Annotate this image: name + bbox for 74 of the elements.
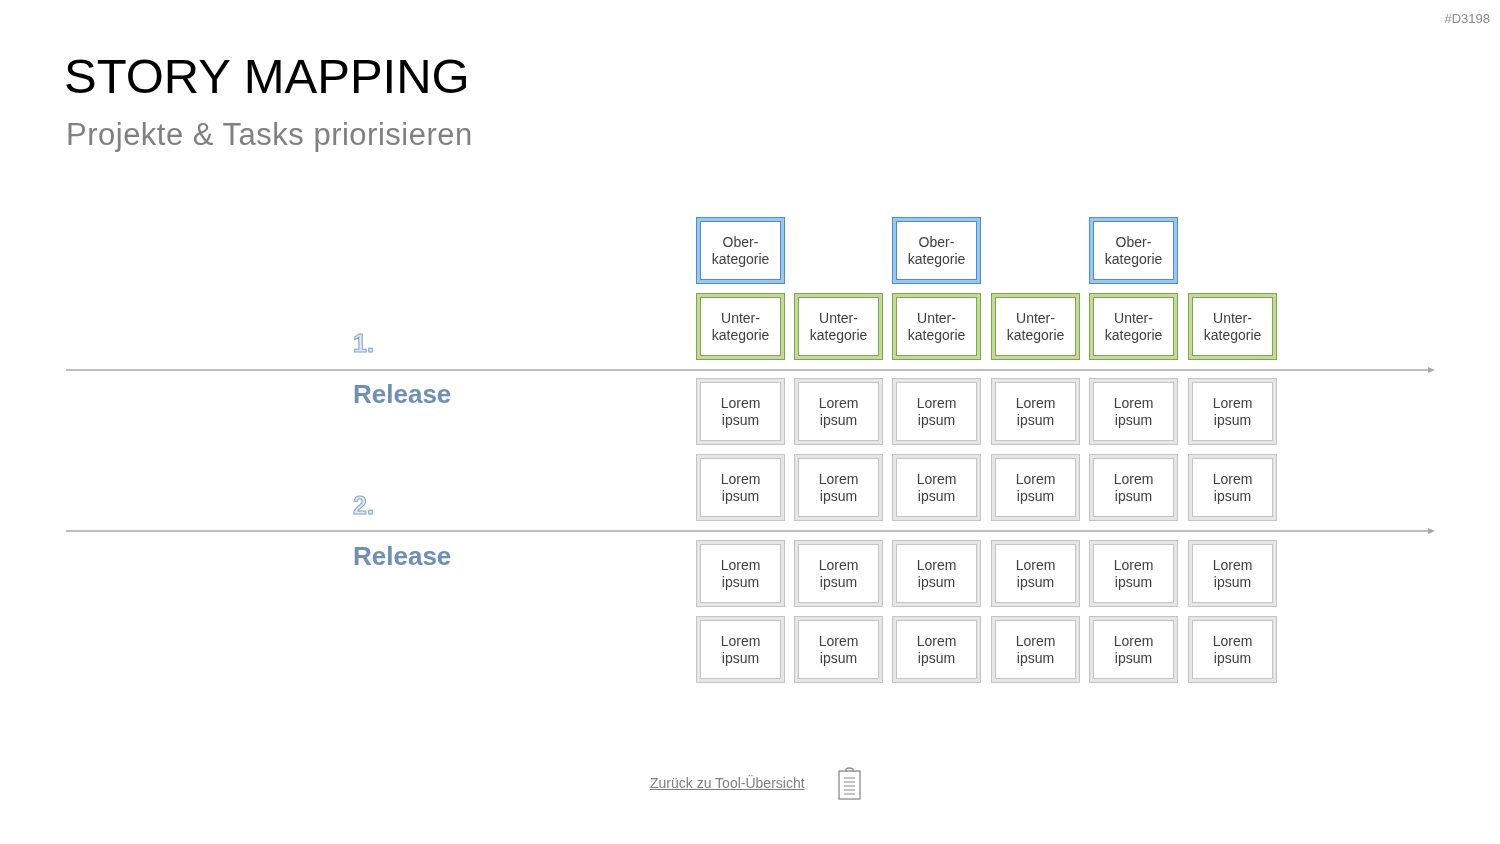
story-card bbox=[696, 540, 785, 607]
box-text: Lorem ipsum bbox=[817, 470, 860, 505]
release-label: Release bbox=[353, 378, 452, 411]
box-text: Ober- kategorie bbox=[906, 233, 967, 268]
subcategory-box bbox=[892, 293, 981, 360]
story-card bbox=[696, 378, 785, 445]
box-text: Lorem ipsum bbox=[817, 556, 860, 591]
story-card bbox=[794, 454, 883, 521]
story-card bbox=[696, 454, 785, 521]
box-text: Lorem ipsum bbox=[719, 556, 762, 591]
subcategory-box bbox=[1089, 293, 1178, 360]
box-text: Lorem ipsum bbox=[915, 470, 958, 505]
box-text: Unter- kategorie bbox=[808, 309, 869, 344]
story-card bbox=[794, 378, 883, 445]
box-text: Lorem ipsum bbox=[1112, 632, 1155, 667]
story-card bbox=[991, 540, 1080, 607]
story-card bbox=[892, 454, 981, 521]
story-card bbox=[991, 454, 1080, 521]
box-text: Unter- kategorie bbox=[710, 309, 771, 344]
box-text: Ober- kategorie bbox=[1103, 233, 1164, 268]
story-card bbox=[696, 616, 785, 683]
subcategory-box bbox=[1188, 293, 1277, 360]
story-card bbox=[1089, 454, 1178, 521]
story-card bbox=[991, 378, 1080, 445]
subcategory-box bbox=[696, 293, 785, 360]
box-text: Lorem ipsum bbox=[1112, 470, 1155, 505]
box-text: Lorem ipsum bbox=[719, 632, 762, 667]
story-card bbox=[1188, 378, 1277, 445]
slide-code: #D3198 bbox=[1443, 11, 1490, 28]
release-label: Release bbox=[353, 540, 452, 573]
story-card bbox=[1089, 378, 1178, 445]
story-card bbox=[1089, 616, 1178, 683]
story-card bbox=[1188, 616, 1277, 683]
story-card bbox=[892, 540, 981, 607]
subcategory-box bbox=[794, 293, 883, 360]
category-box bbox=[892, 217, 981, 284]
box-text: Lorem ipsum bbox=[1014, 556, 1057, 591]
category-box bbox=[1089, 217, 1178, 284]
box-text: Lorem ipsum bbox=[1014, 632, 1057, 667]
story-card bbox=[991, 616, 1080, 683]
box-text: Unter- kategorie bbox=[906, 309, 967, 344]
back-link: Zurück zu Tool-Übersicht bbox=[650, 775, 805, 793]
box-text: Lorem ipsum bbox=[1014, 470, 1057, 505]
box-text: Lorem ipsum bbox=[817, 394, 860, 429]
box-text: Lorem ipsum bbox=[1112, 556, 1155, 591]
box-text: Lorem ipsum bbox=[915, 556, 958, 591]
story-card bbox=[794, 540, 883, 607]
box-text: Lorem ipsum bbox=[817, 632, 860, 667]
story-card bbox=[892, 616, 981, 683]
box-text: Lorem ipsum bbox=[719, 394, 762, 429]
box-text: Lorem ipsum bbox=[719, 470, 762, 505]
box-text: Lorem ipsum bbox=[1211, 556, 1254, 591]
category-box bbox=[696, 217, 785, 284]
release-number: 1. bbox=[353, 328, 374, 359]
story-card bbox=[1188, 540, 1277, 607]
box-text: Lorem ipsum bbox=[1211, 470, 1254, 505]
subcategory-box bbox=[991, 293, 1080, 360]
box-text: Unter- kategorie bbox=[1202, 309, 1263, 344]
box-text: Unter- kategorie bbox=[1103, 309, 1164, 344]
box-text: Unter- kategorie bbox=[1005, 309, 1066, 344]
box-text: Lorem ipsum bbox=[1014, 394, 1057, 429]
story-card bbox=[1089, 540, 1178, 607]
story-card bbox=[794, 616, 883, 683]
box-text: Ober- kategorie bbox=[710, 233, 771, 268]
box-text: Lorem ipsum bbox=[915, 632, 958, 667]
subtitle: Projekte & Tasks priorisieren bbox=[66, 116, 473, 154]
release-number: 2. bbox=[353, 490, 374, 521]
box-text: Lorem ipsum bbox=[1211, 632, 1254, 667]
story-card bbox=[892, 378, 981, 445]
box-text: Lorem ipsum bbox=[1211, 394, 1254, 429]
story-card bbox=[1188, 454, 1277, 521]
title: STORY MAPPING bbox=[64, 52, 470, 101]
box-text: Lorem ipsum bbox=[915, 394, 958, 429]
box-text: Lorem ipsum bbox=[1112, 394, 1155, 429]
